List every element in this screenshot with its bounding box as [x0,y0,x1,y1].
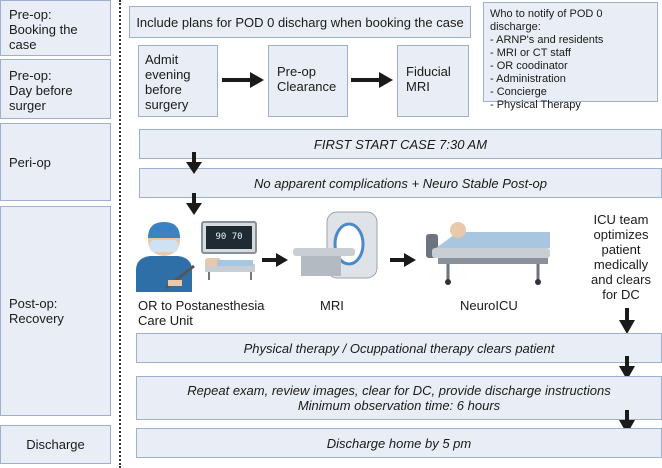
pt-ot-bar: Physical therapy / Ocuppational therapy … [136,333,662,363]
repeat-exam-line2: Minimum observation time: 6 hours [297,398,501,413]
step-clearance-text: Pre-op Clearance [277,64,337,94]
discharge-bar: Discharge home by 5 pm [136,428,662,458]
label-or-pacu: OR to Postanesthesia Care Unit [138,298,265,328]
repeat-exam-bar: Repeat exam, review images, clear for DC… [136,376,662,420]
arrow-down-icon [186,193,202,215]
phase-peri-op: Peri-op [0,123,111,201]
step-clearance: Pre-op Clearance [268,45,348,117]
phase-day-before: Pre-op: Day before surger [0,59,111,119]
icu-bed-icon [426,222,550,285]
monitor-hr: 90 [215,232,227,242]
notify-box: Who to notify of POD 0 discharge: - ARNP… [483,2,658,111]
notify-item: - MRI or CT staff [490,47,571,59]
phase-booking: Pre-op: Booking the case [0,0,111,56]
arrow-right-icon [390,253,416,267]
label-mri: MRI [320,298,344,313]
notify-item: - OR coodinator [490,60,568,72]
step-admit: Admit evening before surgery [138,45,218,117]
booking-banner: Include plans for POD 0 discharg when bo… [129,6,471,38]
mri-scanner-icon [293,211,378,279]
step-fiducial-text: Fiducial MRI [406,64,451,94]
arrow-down-icon [186,152,202,174]
monitor-spo2: 70 [231,232,243,242]
arrow-down-icon [619,356,635,380]
repeat-exam-line1: Repeat exam, review images, clear for DC… [187,383,611,398]
notify-item: - Administration [490,73,566,85]
notify-item: - ARNP's and residents [490,34,604,46]
label-neuroicu: NeuroICU [460,298,518,313]
pacu-bed-icon [205,258,255,280]
no-complications-bar: No apparent complications + Neuro Stable… [139,168,662,198]
monitor-screen: 90 70 [206,226,252,249]
icu-team-text: ICU team optimizes patient medically and… [591,212,651,302]
first-start-bar: FIRST START CASE 7:30 AM [139,129,662,159]
notify-title: Who to notify of POD 0 discharge: [490,8,603,33]
arrow-down-icon [619,308,635,334]
arrow-down-icon [619,410,635,434]
notify-item: - Physical Therapy [490,99,581,111]
arrow-right-icon [222,72,264,88]
step-fiducial-mri: Fiducial MRI [397,45,469,117]
arrow-right-icon [351,72,393,88]
booking-banner-text: Include plans for POD 0 discharg when bo… [136,14,464,30]
phase-discharge: Discharge [0,425,111,464]
phase-post-op: Post-op: Recovery [0,206,111,416]
phase-divider [119,0,121,468]
notify-item: - Concierge [490,86,547,98]
vital-monitor: 90 70 [201,221,257,254]
surgeon-icon [136,222,195,292]
arrow-right-icon [262,253,288,267]
step-admit-text: Admit evening before surgery [145,52,191,112]
